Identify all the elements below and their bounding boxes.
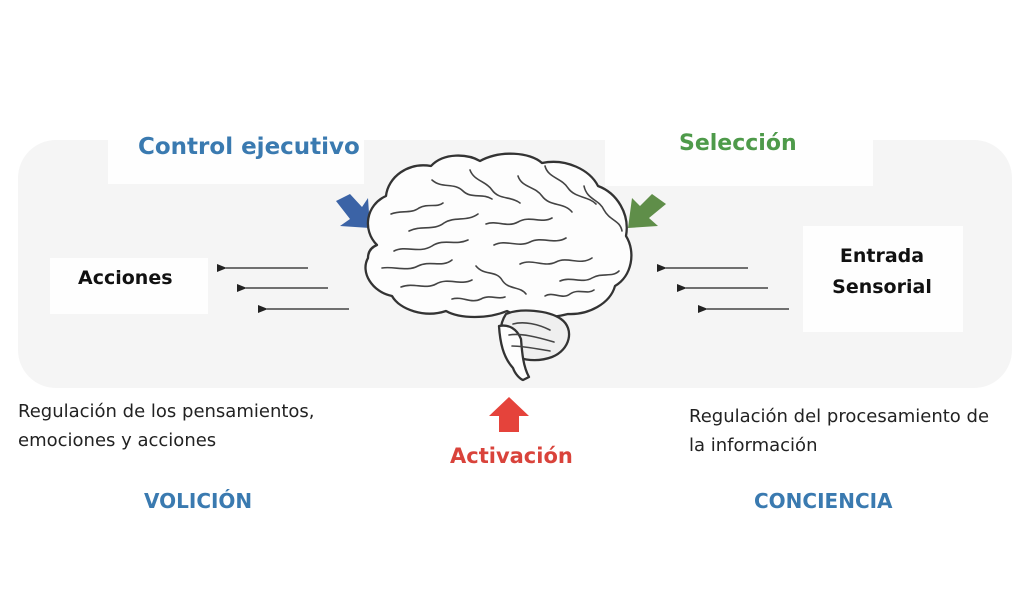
executive-control-arrow <box>336 194 370 228</box>
activation-arrow <box>489 397 529 432</box>
conciencia-footer: CONCIENCIA <box>754 489 893 513</box>
left-action-arrows <box>217 264 349 313</box>
selection-label-box <box>605 128 873 186</box>
acciones-label: Acciones <box>78 267 173 289</box>
selection-arrow <box>628 194 666 228</box>
brain-folds <box>381 165 623 352</box>
entrada-sensorial-label: Entrada Sensorial <box>832 245 932 298</box>
control-ejecutivo-label: Control ejecutivo <box>138 134 360 160</box>
actions-box <box>50 258 208 314</box>
activacion-label: Activación <box>450 444 573 468</box>
control-label-box <box>108 128 364 184</box>
sensory-input-box <box>803 226 963 332</box>
brain-icon <box>364 152 633 382</box>
volition-description: Regulación de los pensamientos, emocione… <box>18 401 315 451</box>
awareness-description: Regulación del procesamiento de la infor… <box>689 406 990 456</box>
volicion-footer: VOLICIÓN <box>144 489 253 513</box>
seleccion-label: Selección <box>679 131 797 156</box>
right-input-arrows <box>657 264 789 313</box>
